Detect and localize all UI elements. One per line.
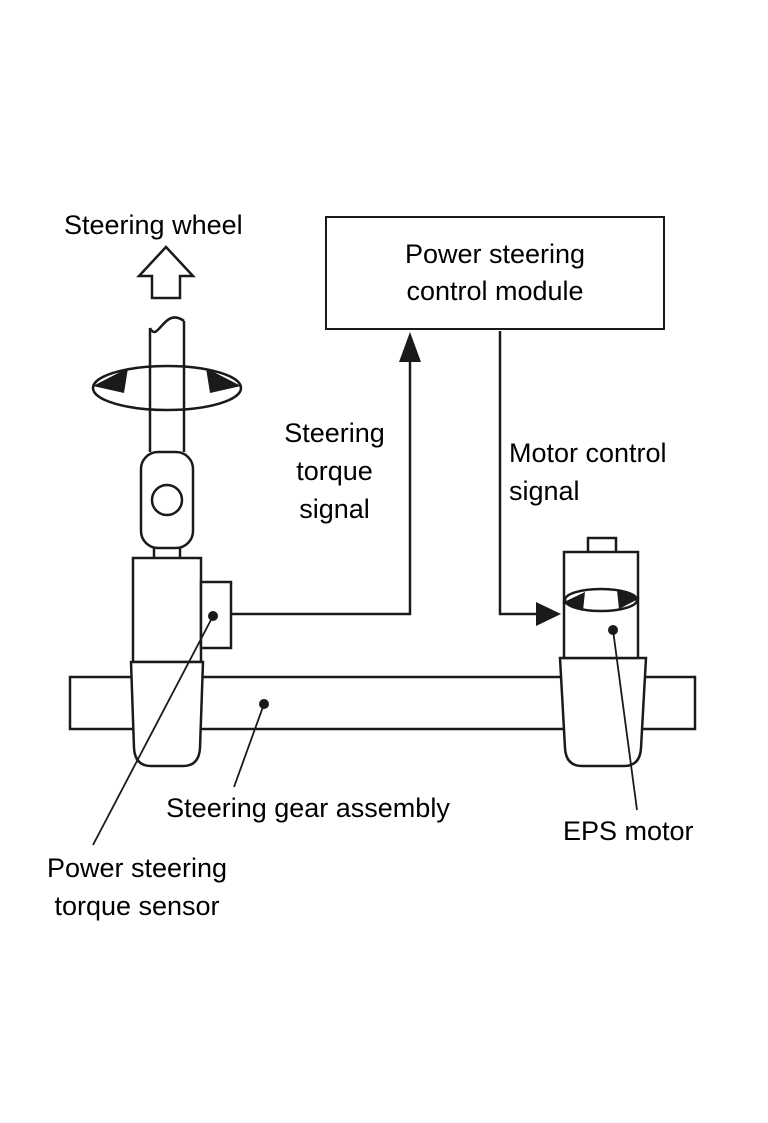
- torque-signal-line1: Steering: [284, 418, 385, 448]
- torque-signal-line2: torque: [296, 456, 373, 486]
- control-module-label-line1: Power steering: [404, 239, 586, 269]
- sensor-pointer-dot: [208, 611, 218, 621]
- rack-pointer-dot: [259, 699, 269, 709]
- motor-signal-line1: Motor control: [509, 438, 667, 468]
- torque-sensor-label: Power steering torque sensor: [28, 849, 246, 925]
- rack-pointer-line: [233, 703, 265, 788]
- motor-signal-label: Motor control signal: [509, 434, 667, 510]
- steering-wheel-label: Steering wheel: [64, 210, 243, 240]
- motor-pointer-dot: [608, 625, 618, 635]
- motor-rotation-arrowhead-right-icon: [617, 590, 640, 609]
- motor-rotation-ellipse: [563, 587, 639, 613]
- torque-sensor-line2: torque sensor: [54, 891, 220, 921]
- control-module-box: Power steering control module: [325, 216, 665, 330]
- motor-signal-line: [498, 331, 540, 616]
- joint-pivot-circle: [150, 483, 184, 517]
- column-housing: [131, 556, 203, 664]
- eps-motor-label: EPS motor: [563, 816, 694, 846]
- motor-pointer-line: [612, 629, 638, 811]
- sensor-pointer-line: [92, 615, 214, 846]
- up-arrow-icon: [136, 245, 196, 300]
- motor-mount: [558, 656, 648, 768]
- control-module-label-line2: control module: [406, 276, 584, 306]
- torque-sensor-line1: Power steering: [46, 853, 228, 883]
- torque-signal-label: Steering torque signal: [262, 414, 407, 528]
- torque-signal-arrowhead-icon: [399, 332, 421, 362]
- motor-signal-arrowhead-icon: [536, 602, 561, 626]
- shaft-break-curve: [148, 316, 185, 334]
- torque-signal-line: [231, 350, 412, 616]
- rotation-arrowhead-right-icon: [206, 368, 241, 393]
- rotation-arrowhead-left-icon: [93, 368, 128, 393]
- rotation-arrow-ellipse: [91, 364, 243, 412]
- motor-signal-line2: signal: [509, 476, 580, 506]
- torque-signal-line3: signal: [299, 494, 370, 524]
- gear-assembly-label: Steering gear assembly: [166, 793, 450, 823]
- motor-rotation-arrowhead-left-icon: [562, 592, 585, 611]
